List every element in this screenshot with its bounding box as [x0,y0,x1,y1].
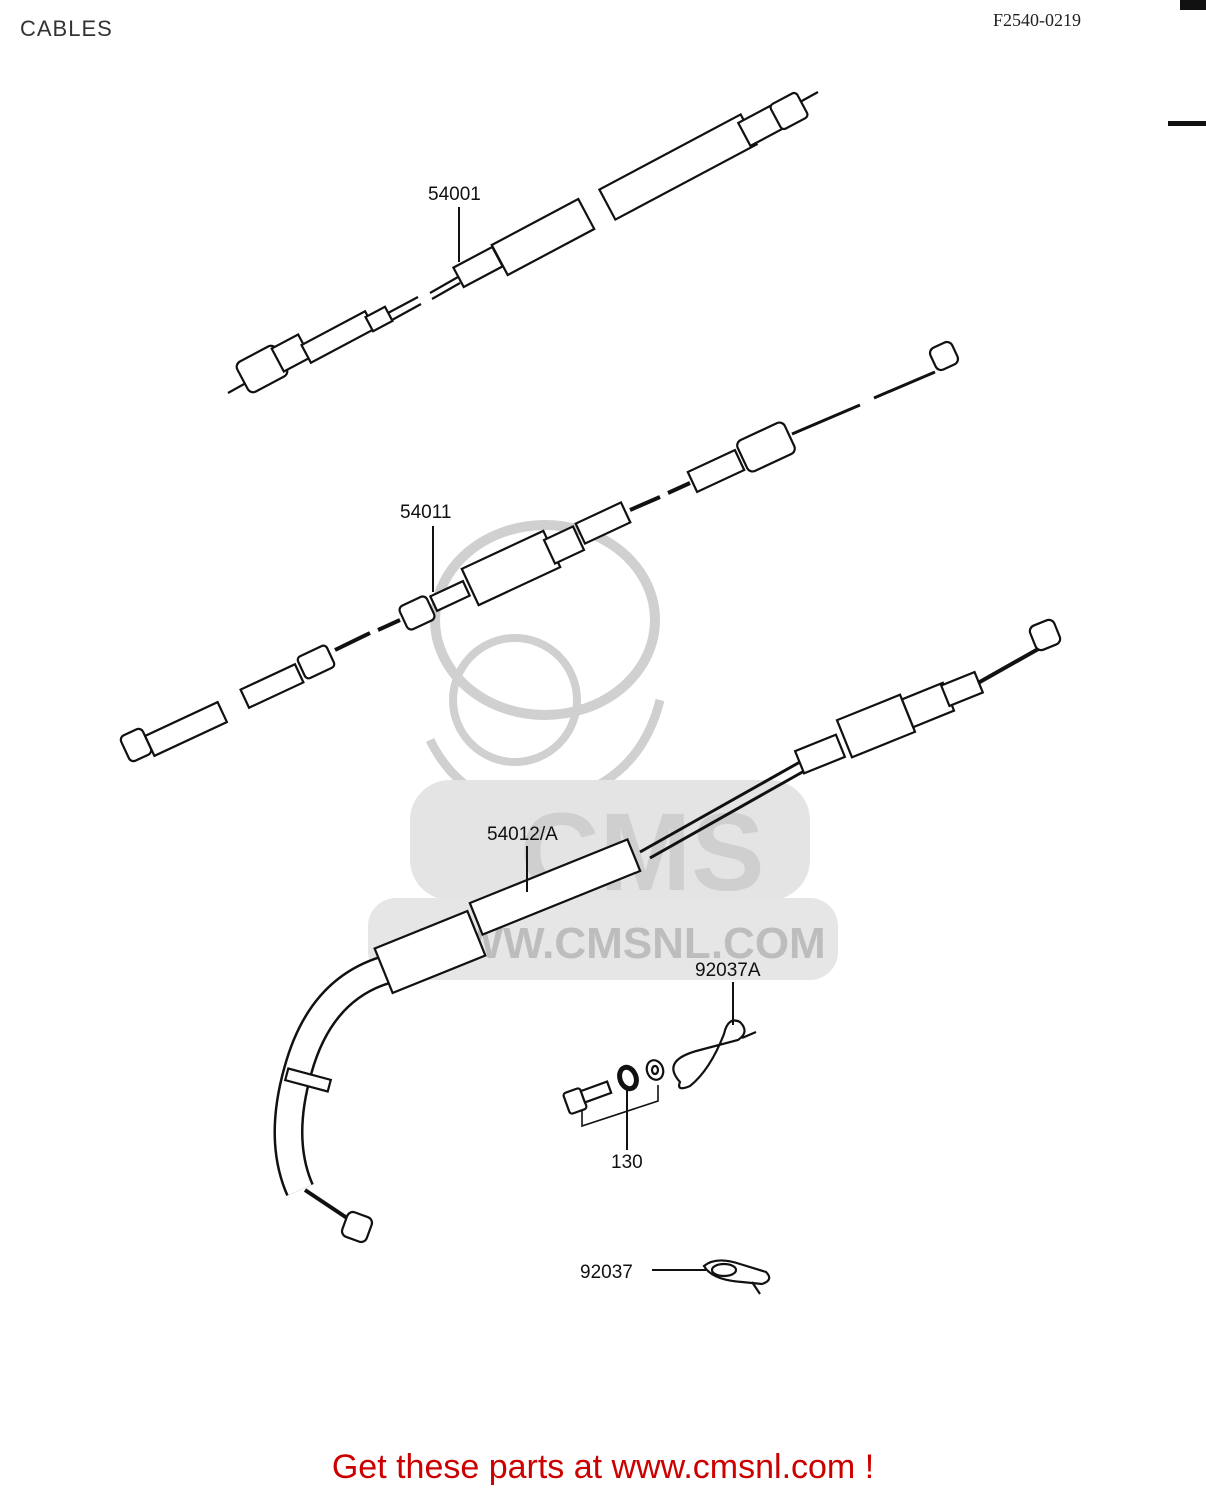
edge-mark-middle [1168,121,1206,126]
bolt-assembly-130 [562,1059,665,1128]
callout-54011: 54011 [400,502,451,523]
callout-54001: 54001 [428,184,481,205]
diagram-code: F2540-0219 [993,10,1082,30]
callout-130: 130 [611,1152,643,1173]
edge-mark-top [1180,0,1206,10]
callout-92037: 92037 [580,1262,633,1283]
throttle-cable [273,618,1062,1244]
callout-54012A: 54012/A [487,824,558,845]
callout-92037A: 92037A [695,960,761,981]
clamp-92037 [702,1259,771,1295]
clamp-92037A [672,1019,757,1090]
page-title: CABLES [20,16,113,41]
clutch-cable [119,340,960,763]
watermark-logo: CMS WWW.CMSNL.COM [368,520,838,980]
parts-diagram: CMS WWW.CMSNL.COM 54001 [119,91,1062,1295]
footer-shop-link[interactable]: Get these parts at www.cmsnl.com ! [331,1448,875,1486]
speedometer-cable [227,91,819,394]
